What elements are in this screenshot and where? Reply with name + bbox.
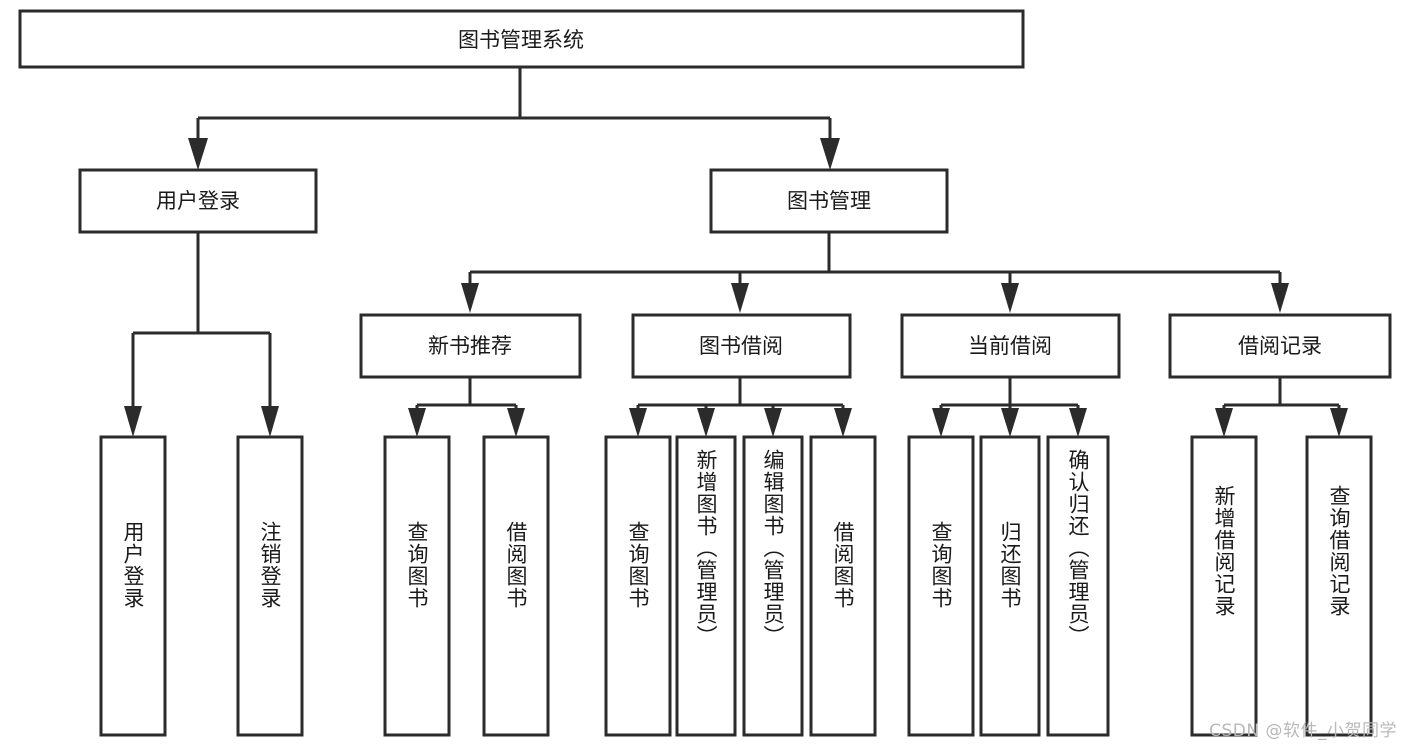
connector-bookborrow-to-leaves: [629, 377, 852, 437]
connector-currentborrow-to-leaves: [932, 377, 1087, 437]
leaf-box-new-book-1[interactable]: [482, 435, 550, 737]
leaf-box-current-borrow-0[interactable]: [907, 435, 975, 737]
node-book-management[interactable]: 图书管理: [709, 168, 949, 234]
node-book-borrow[interactable]: 图书借阅: [631, 313, 852, 379]
node-new-book-recommend[interactable]: 新书推荐: [359, 313, 582, 379]
leaf-box-borrow-record-1[interactable]: [1305, 435, 1373, 737]
leaf-box-book-borrow-1[interactable]: [675, 435, 737, 737]
leaf-box-book-borrow-3[interactable]: [809, 435, 877, 737]
connector-borrowrecord-to-leaves: [1215, 377, 1348, 437]
watermark-text: CSDN @软件_小贺同学: [1209, 721, 1397, 741]
node-current-borrow[interactable]: 当前借阅: [900, 313, 1121, 379]
node-book-borrow-label: 图书借阅: [699, 334, 783, 358]
leaf-box-current-borrow-2[interactable]: [1046, 435, 1110, 737]
leaf-box-borrow-record-0[interactable]: [1190, 435, 1258, 737]
connector-root-to-level2: [188, 67, 840, 170]
node-root-label: 图书管理系统: [458, 28, 584, 52]
leaf-box-new-book-0[interactable]: [383, 435, 451, 737]
node-user-login-label: 用户登录: [156, 189, 240, 213]
node-book-management-label: 图书管理: [787, 189, 871, 213]
node-borrow-record-label: 借阅记录: [1238, 334, 1322, 358]
leaf-box-user-login-1[interactable]: [236, 435, 304, 737]
connector-bookmgmt-to-level3: [461, 232, 1289, 313]
node-user-login[interactable]: 用户登录: [78, 168, 318, 234]
node-borrow-record[interactable]: 借阅记录: [1168, 313, 1392, 379]
node-current-borrow-label: 当前借阅: [968, 334, 1052, 358]
leaf-box-book-borrow-0[interactable]: [604, 435, 672, 737]
connector-newbook-to-leaves: [408, 377, 525, 437]
connector-userlogin-to-leaves: [124, 232, 279, 437]
node-root[interactable]: 图书管理系统: [18, 9, 1025, 69]
node-new-book-recommend-label: 新书推荐: [428, 334, 512, 358]
leaf-box-user-login-0[interactable]: [99, 435, 167, 737]
leaf-box-current-borrow-1[interactable]: [979, 435, 1041, 737]
leaf-box-book-borrow-2[interactable]: [742, 435, 804, 737]
